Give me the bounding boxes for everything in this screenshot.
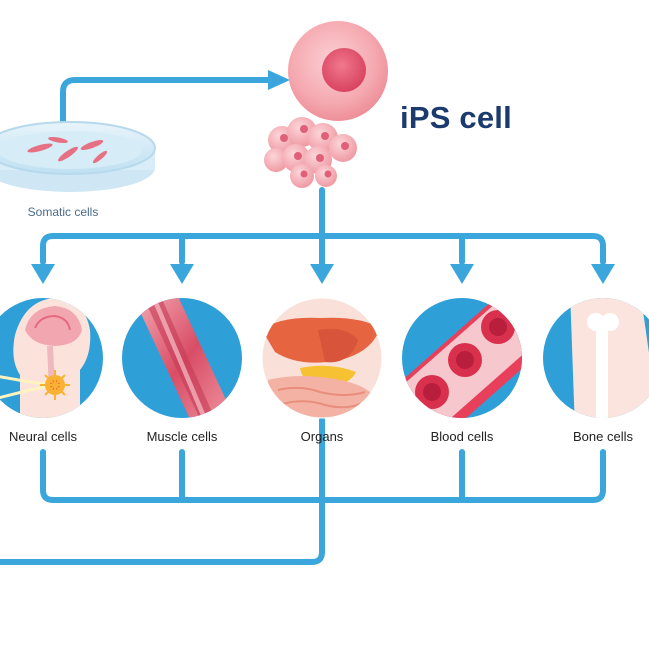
organs-label: Organs [300,429,344,444]
distribution-line [40,233,606,265]
arrowhead-neural [31,264,55,284]
blood-cells-icon [402,298,522,418]
petri-dish-icon [0,121,156,192]
organs-icon [261,297,383,419]
arrowhead-organs [310,264,334,284]
arrowheads [31,70,615,284]
arrowhead-muscle [170,264,194,284]
bone-cells-label: Bone cells [573,429,633,444]
ips-cell-icon [288,21,388,121]
neural-cells-icon [0,298,103,418]
ips-colony-icon [264,117,357,188]
return-line-lower [0,417,325,565]
diagram-title: iPS cell [400,100,512,135]
dish-to-ips-line [60,77,273,138]
muscle-cells-icon [122,298,242,418]
somatic-cells-label: Somatic cells [27,205,99,219]
bone-cells-icon [543,298,649,418]
neural-cells-label: Neural cells [9,429,77,444]
blood-cells-label: Blood cells [430,429,494,444]
muscle-cells-label: Muscle cells [146,429,218,444]
arrowhead-ips [268,70,290,90]
arrowhead-blood [450,264,474,284]
arrowhead-bone [591,264,615,284]
connector-lines [0,77,606,565]
